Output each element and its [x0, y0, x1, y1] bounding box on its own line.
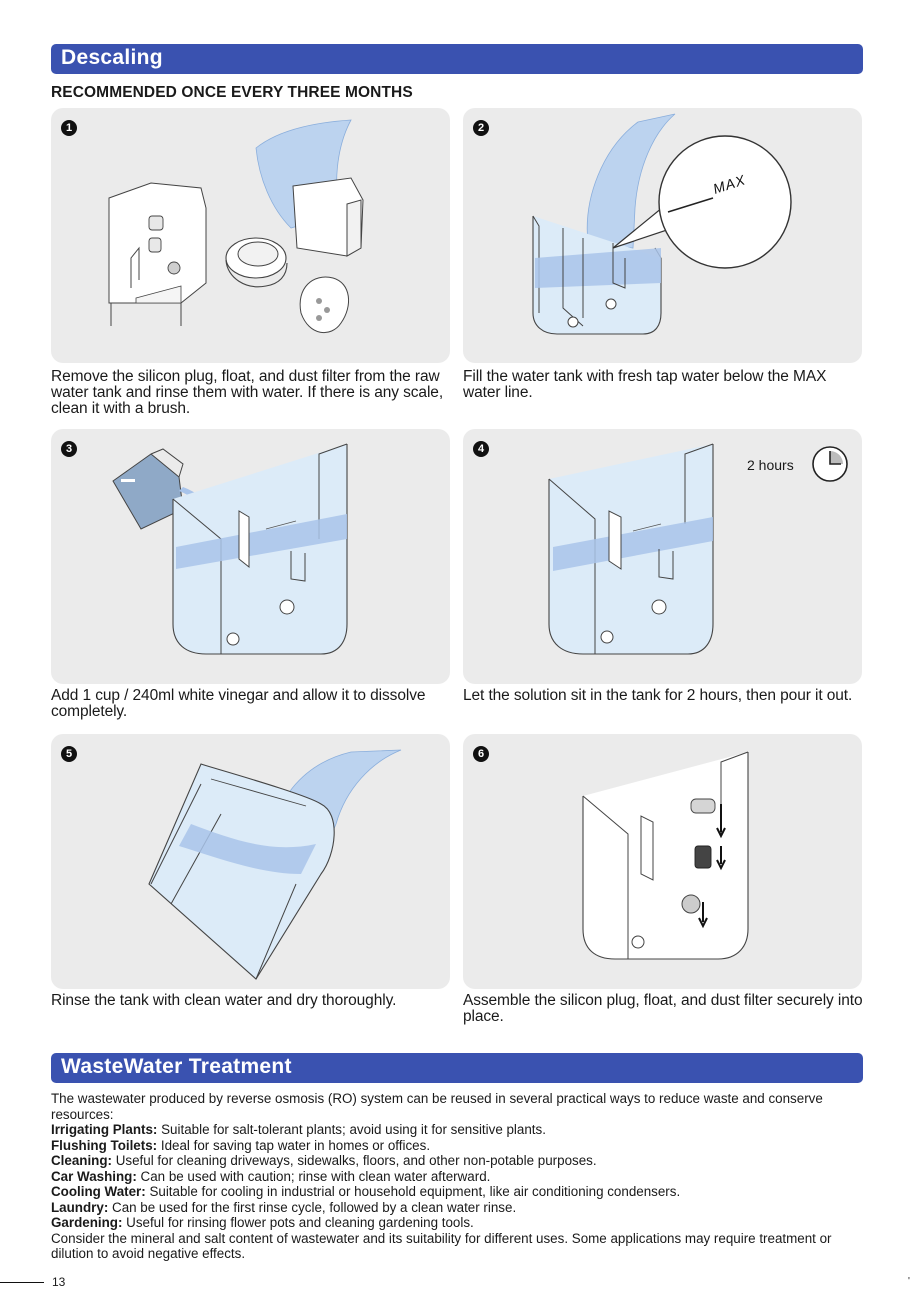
step-5-panel: 5 [51, 734, 450, 989]
descaling-header-bar: Descaling [51, 44, 863, 74]
wastewater-use-item: Laundry: Can be used for the first rinse… [51, 1200, 861, 1216]
wastewater-use-item: Gardening: Useful for rinsing flower pot… [51, 1215, 861, 1231]
wastewater-use-item: Cooling Water: Suitable for cooling in i… [51, 1184, 861, 1200]
wastewater-title: WasteWater Treatment [61, 1055, 292, 1078]
use-term: Flushing Toilets: [51, 1137, 158, 1153]
step-6-caption: Assemble the silicon plug, float, and du… [463, 992, 863, 1025]
use-term: Cooling Water: [51, 1184, 146, 1199]
use-term: Irrigating Plants: [51, 1122, 158, 1137]
use-text: Useful for rinsing flower pots and clean… [122, 1215, 474, 1230]
page-number: 13 [52, 1275, 66, 1289]
step-6-number-badge: 6 [473, 746, 489, 762]
step-5-number-badge: 5 [61, 746, 77, 762]
use-text: Ideal for saving tap water in homes or o… [157, 1137, 431, 1153]
wastewater-use-item: Car Washing: Can be used with caution; r… [51, 1169, 861, 1185]
use-text: Useful for cleaning driveways, sidewalks… [112, 1153, 597, 1168]
step-1-illustration [108, 119, 364, 334]
use-term: Laundry: [51, 1199, 109, 1215]
step-5-illustration [148, 749, 402, 980]
step-2-caption: Fill the water tank with fresh tap water… [463, 368, 827, 401]
step-3-illustration [112, 443, 348, 655]
step-4-panel: 4 2 hours [463, 429, 862, 684]
clock-icon [812, 446, 848, 482]
step-3-caption: Add 1 cup / 240ml white vinegar and allo… [51, 687, 426, 720]
wastewater-header-bar: WasteWater Treatment [51, 1053, 863, 1083]
use-text: Can be used with caution; rinse with cle… [136, 1168, 491, 1184]
wastewater-use-item: Cleaning: Useful for cleaning driveways,… [51, 1153, 861, 1169]
step-2-number-badge: 2 [473, 120, 489, 136]
timer-label: 2 hours [747, 457, 794, 473]
step-4-illustration [548, 443, 848, 655]
corner-mark: ' [908, 1276, 910, 1287]
wastewater-closing: Consider the mineral and salt content of… [51, 1230, 832, 1262]
step-3-panel: 3 [51, 429, 450, 684]
step-5-caption: Rinse the tank with clean water and dry … [51, 992, 397, 1009]
step-1-caption: Remove the silicon plug, float, and dust… [51, 368, 444, 417]
use-term: Cleaning: [51, 1153, 113, 1168]
footer-rule [0, 1282, 44, 1283]
step-4-caption: Let the solution sit in the tank for 2 h… [463, 687, 853, 704]
use-text: Suitable for cooling in industrial or ho… [145, 1184, 681, 1199]
wastewater-use-item: Irrigating Plants: Suitable for salt-tol… [51, 1122, 861, 1138]
step-2-panel: MAX 2 [463, 108, 862, 363]
descaling-subtitle: RECOMMENDED ONCE EVERY THREE MONTHS [51, 84, 413, 101]
step-2-illustration: MAX [532, 113, 792, 335]
use-term: Car Washing: [51, 1168, 137, 1184]
step-6-panel: 6 [463, 734, 862, 989]
step-3-number-badge: 3 [61, 441, 77, 457]
wastewater-use-item: Flushing Toilets: Ideal for saving tap w… [51, 1138, 861, 1154]
use-text: Suitable for salt-tolerant plants; avoid… [157, 1122, 546, 1137]
use-term: Gardening: [51, 1215, 123, 1230]
use-text: Can be used for the first rinse cycle, f… [108, 1199, 517, 1215]
step-6-illustration [582, 751, 749, 960]
step-1-panel: 1 [51, 108, 450, 363]
wastewater-body: The wastewater produced by reverse osmos… [51, 1091, 861, 1262]
wastewater-intro: The wastewater produced by reverse osmos… [51, 1091, 823, 1122]
descaling-title: Descaling [61, 46, 163, 69]
step-4-number-badge: 4 [473, 441, 489, 457]
step-1-number-badge: 1 [61, 120, 77, 136]
